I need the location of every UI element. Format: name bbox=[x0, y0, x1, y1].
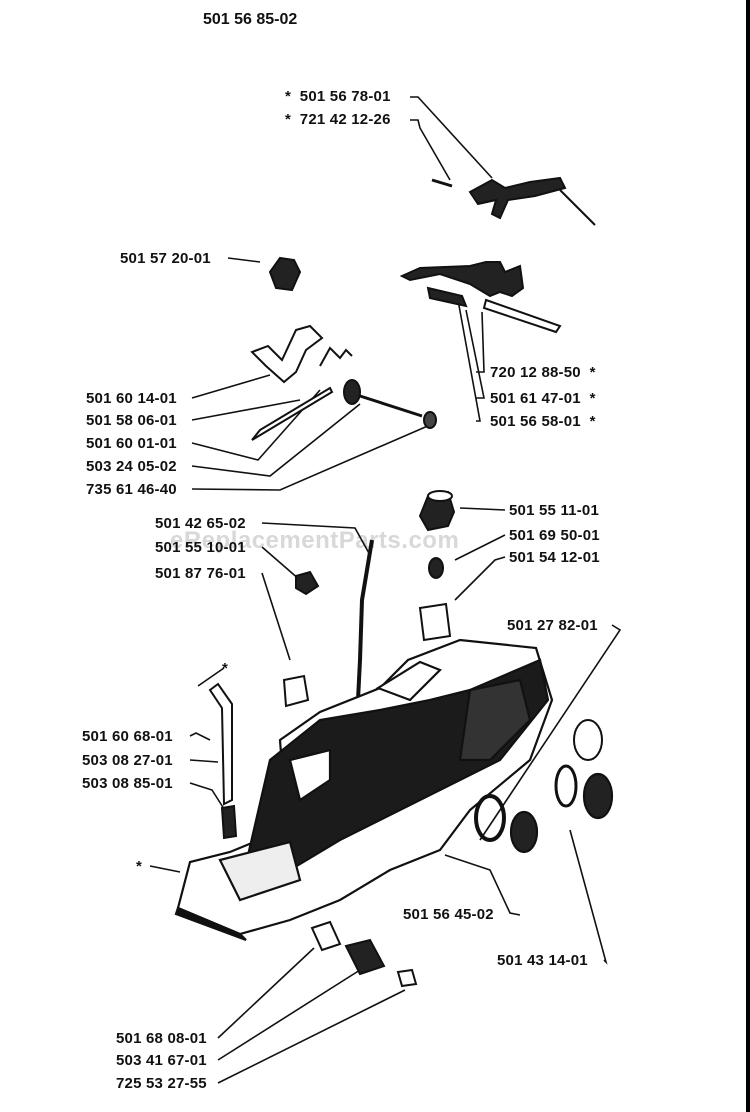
tank-housing-part bbox=[174, 638, 554, 942]
callout-501-58-06-01: 501 58 06-01 bbox=[86, 412, 177, 429]
throttle-lock-part bbox=[250, 324, 437, 441]
callout-501-60-01-01: 501 60 01-01 bbox=[86, 435, 177, 452]
callout-asterisk-housing: * bbox=[136, 858, 143, 875]
callout-725-53-27-55: 725 53 27-55 bbox=[116, 1075, 207, 1092]
leader-lines bbox=[149, 96, 622, 1084]
callout-501-55-10-01: 501 55 10-01 bbox=[155, 539, 246, 556]
watermark: eReplacementParts.com bbox=[170, 527, 460, 554]
clip-part bbox=[268, 256, 302, 292]
callout-721-42-12-26: * 721 42 12-26 bbox=[285, 111, 391, 128]
callout-501-61-47-01: 501 61 47-01 * bbox=[490, 390, 596, 407]
assembly-number: 501 56 85-02 bbox=[203, 11, 298, 28]
callout-501-56-78-01: * 501 56 78-01 bbox=[285, 88, 391, 105]
callout-501-55-11-01: 501 55 11-01 bbox=[509, 502, 599, 519]
callout-501-43-14-01: 501 43 14-01 bbox=[497, 952, 588, 969]
throttle-lever-part bbox=[431, 176, 596, 226]
page-edge bbox=[746, 0, 750, 1112]
fuel-filter-part bbox=[208, 682, 238, 840]
callout-503-08-27-01: 503 08 27-01 bbox=[82, 752, 173, 769]
callout-501-60-14-01: 501 60 14-01 bbox=[86, 390, 177, 407]
callout-501-57-20-01: 501 57 20-01 bbox=[120, 250, 211, 267]
callout-501-42-65-02: 501 42 65-02 bbox=[155, 515, 246, 532]
callout-503-24-05-02: 503 24 05-02 bbox=[86, 458, 177, 475]
callout-503-41-67-01: 503 41 67-01 bbox=[116, 1052, 207, 1069]
callout-501-60-68-01: 501 60 68-01 bbox=[82, 728, 173, 745]
callout-501-27-82-01: 501 27 82-01 bbox=[507, 617, 598, 634]
callout-735-61-46-40: 735 61 46-40 bbox=[86, 481, 177, 498]
callout-501-56-58-01: 501 56 58-01 * bbox=[490, 413, 596, 430]
callout-asterisk-filter: * bbox=[222, 660, 229, 677]
callout-501-69-50-01: 501 69 50-01 bbox=[509, 527, 600, 544]
fuel-cap-part bbox=[418, 490, 456, 642]
callout-501-87-76-01: 501 87 76-01 bbox=[155, 565, 246, 582]
callout-720-12-88-50: 720 12 88-50 * bbox=[490, 364, 596, 381]
callout-501-68-08-01: 501 68 08-01 bbox=[116, 1030, 207, 1047]
callout-503-08-85-01: 503 08 85-01 bbox=[82, 775, 173, 792]
seal-part bbox=[474, 719, 614, 854]
bushing-part bbox=[295, 570, 320, 596]
callout-501-56-45-02: 501 56 45-02 bbox=[403, 906, 494, 923]
rubber-mount-part bbox=[310, 920, 418, 988]
callout-501-54-12-01: 501 54 12-01 bbox=[509, 549, 600, 566]
trigger-part bbox=[399, 261, 562, 334]
fuel-hose-part bbox=[282, 539, 374, 708]
